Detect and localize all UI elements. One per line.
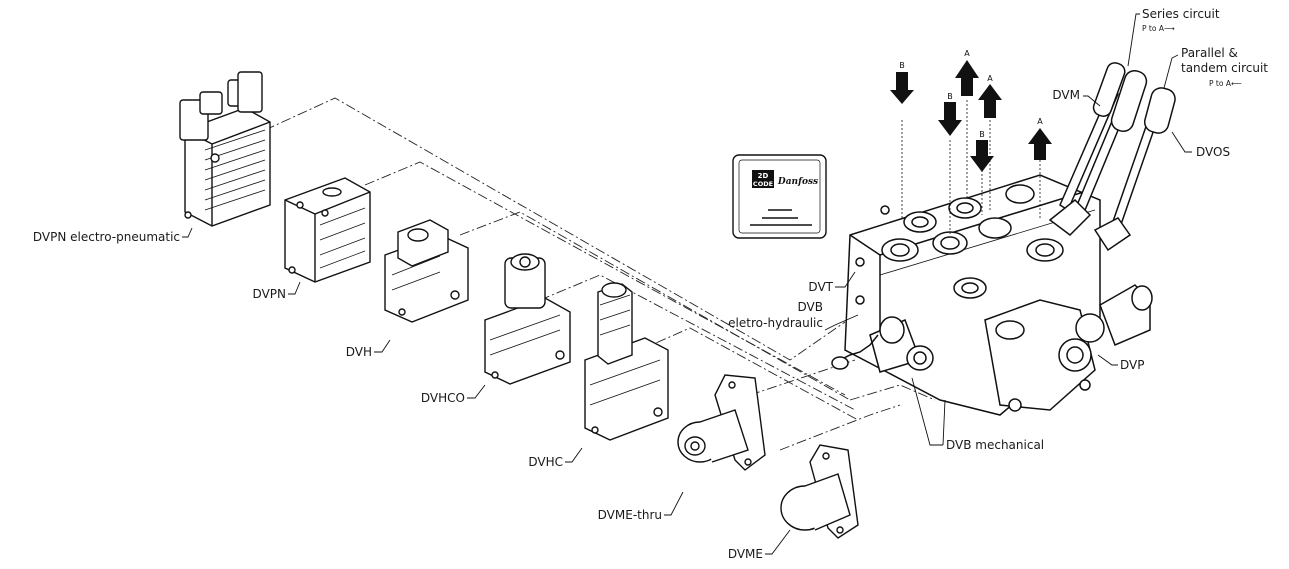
assembly-lines bbox=[264, 97, 936, 451]
port-b1-label: B bbox=[899, 61, 905, 70]
control-levers bbox=[1048, 62, 1176, 252]
label-dvb-mechanical: DVB mechanical bbox=[946, 438, 1045, 452]
arrow-a1-up bbox=[955, 60, 979, 96]
port-b2-label: B bbox=[947, 92, 953, 101]
flow-arrows: B A B A B A bbox=[890, 49, 1052, 235]
label-dvpn-electro-pneumatic: DVPN electro-pneumatic bbox=[32, 230, 180, 244]
label-dvme: DVME bbox=[727, 547, 763, 561]
dvme-thru-module bbox=[677, 374, 766, 471]
port-a2-label: A bbox=[987, 74, 993, 83]
dvhco-module bbox=[484, 253, 571, 385]
port-a3-label: A bbox=[1037, 117, 1043, 126]
dvme-module bbox=[780, 444, 859, 539]
label-dvh: DVH bbox=[345, 345, 372, 359]
label-dvhc: DVHC bbox=[528, 455, 563, 469]
dvh-module bbox=[384, 219, 469, 323]
label-dvhco: DVHCO bbox=[420, 391, 465, 405]
dvhc-module bbox=[584, 282, 669, 441]
arrow-b2-down bbox=[938, 102, 962, 136]
label-parallel-line1: Parallel & bbox=[1181, 46, 1238, 60]
nameplate: 2D CODE Danfoss bbox=[732, 154, 827, 239]
label-dvpn: DVPN bbox=[252, 287, 286, 301]
label-dvp: DVP bbox=[1120, 358, 1145, 372]
dvpn-module bbox=[284, 177, 371, 283]
label-parallel-line2: tandem circuit bbox=[1181, 61, 1269, 75]
label-dvos: DVOS bbox=[1196, 145, 1231, 159]
arrow-a2-up bbox=[978, 84, 1002, 118]
label-series-circuit: Series circuit bbox=[1142, 7, 1220, 21]
dvpn-electro-pneumatic-module bbox=[179, 71, 271, 227]
label-series-sub: P to A⟶ bbox=[1142, 24, 1175, 33]
arrow-b1-down bbox=[890, 72, 914, 104]
label-dvt: DVT bbox=[808, 280, 833, 294]
label-dvm: DVM bbox=[1052, 88, 1080, 102]
port-a1-label: A bbox=[964, 49, 970, 58]
arrow-b3-down bbox=[970, 140, 994, 172]
main-valve-block bbox=[831, 174, 1153, 416]
plate-brand: Danfoss bbox=[777, 177, 818, 187]
plate-code-line2: CODE bbox=[753, 180, 773, 188]
port-b3-label: B bbox=[979, 130, 985, 139]
label-dvme-thru: DVME-thru bbox=[597, 508, 662, 522]
leader-lines bbox=[182, 13, 1192, 555]
label-dvb-eh-line1: DVB bbox=[797, 300, 823, 314]
label-parallel-sub: P to A⟵ bbox=[1209, 79, 1242, 88]
plate-code-line1: 2D bbox=[758, 172, 769, 180]
arrow-a3-up bbox=[1028, 128, 1052, 160]
label-dvb-eh-line2: eletro-hydraulic bbox=[728, 316, 823, 330]
